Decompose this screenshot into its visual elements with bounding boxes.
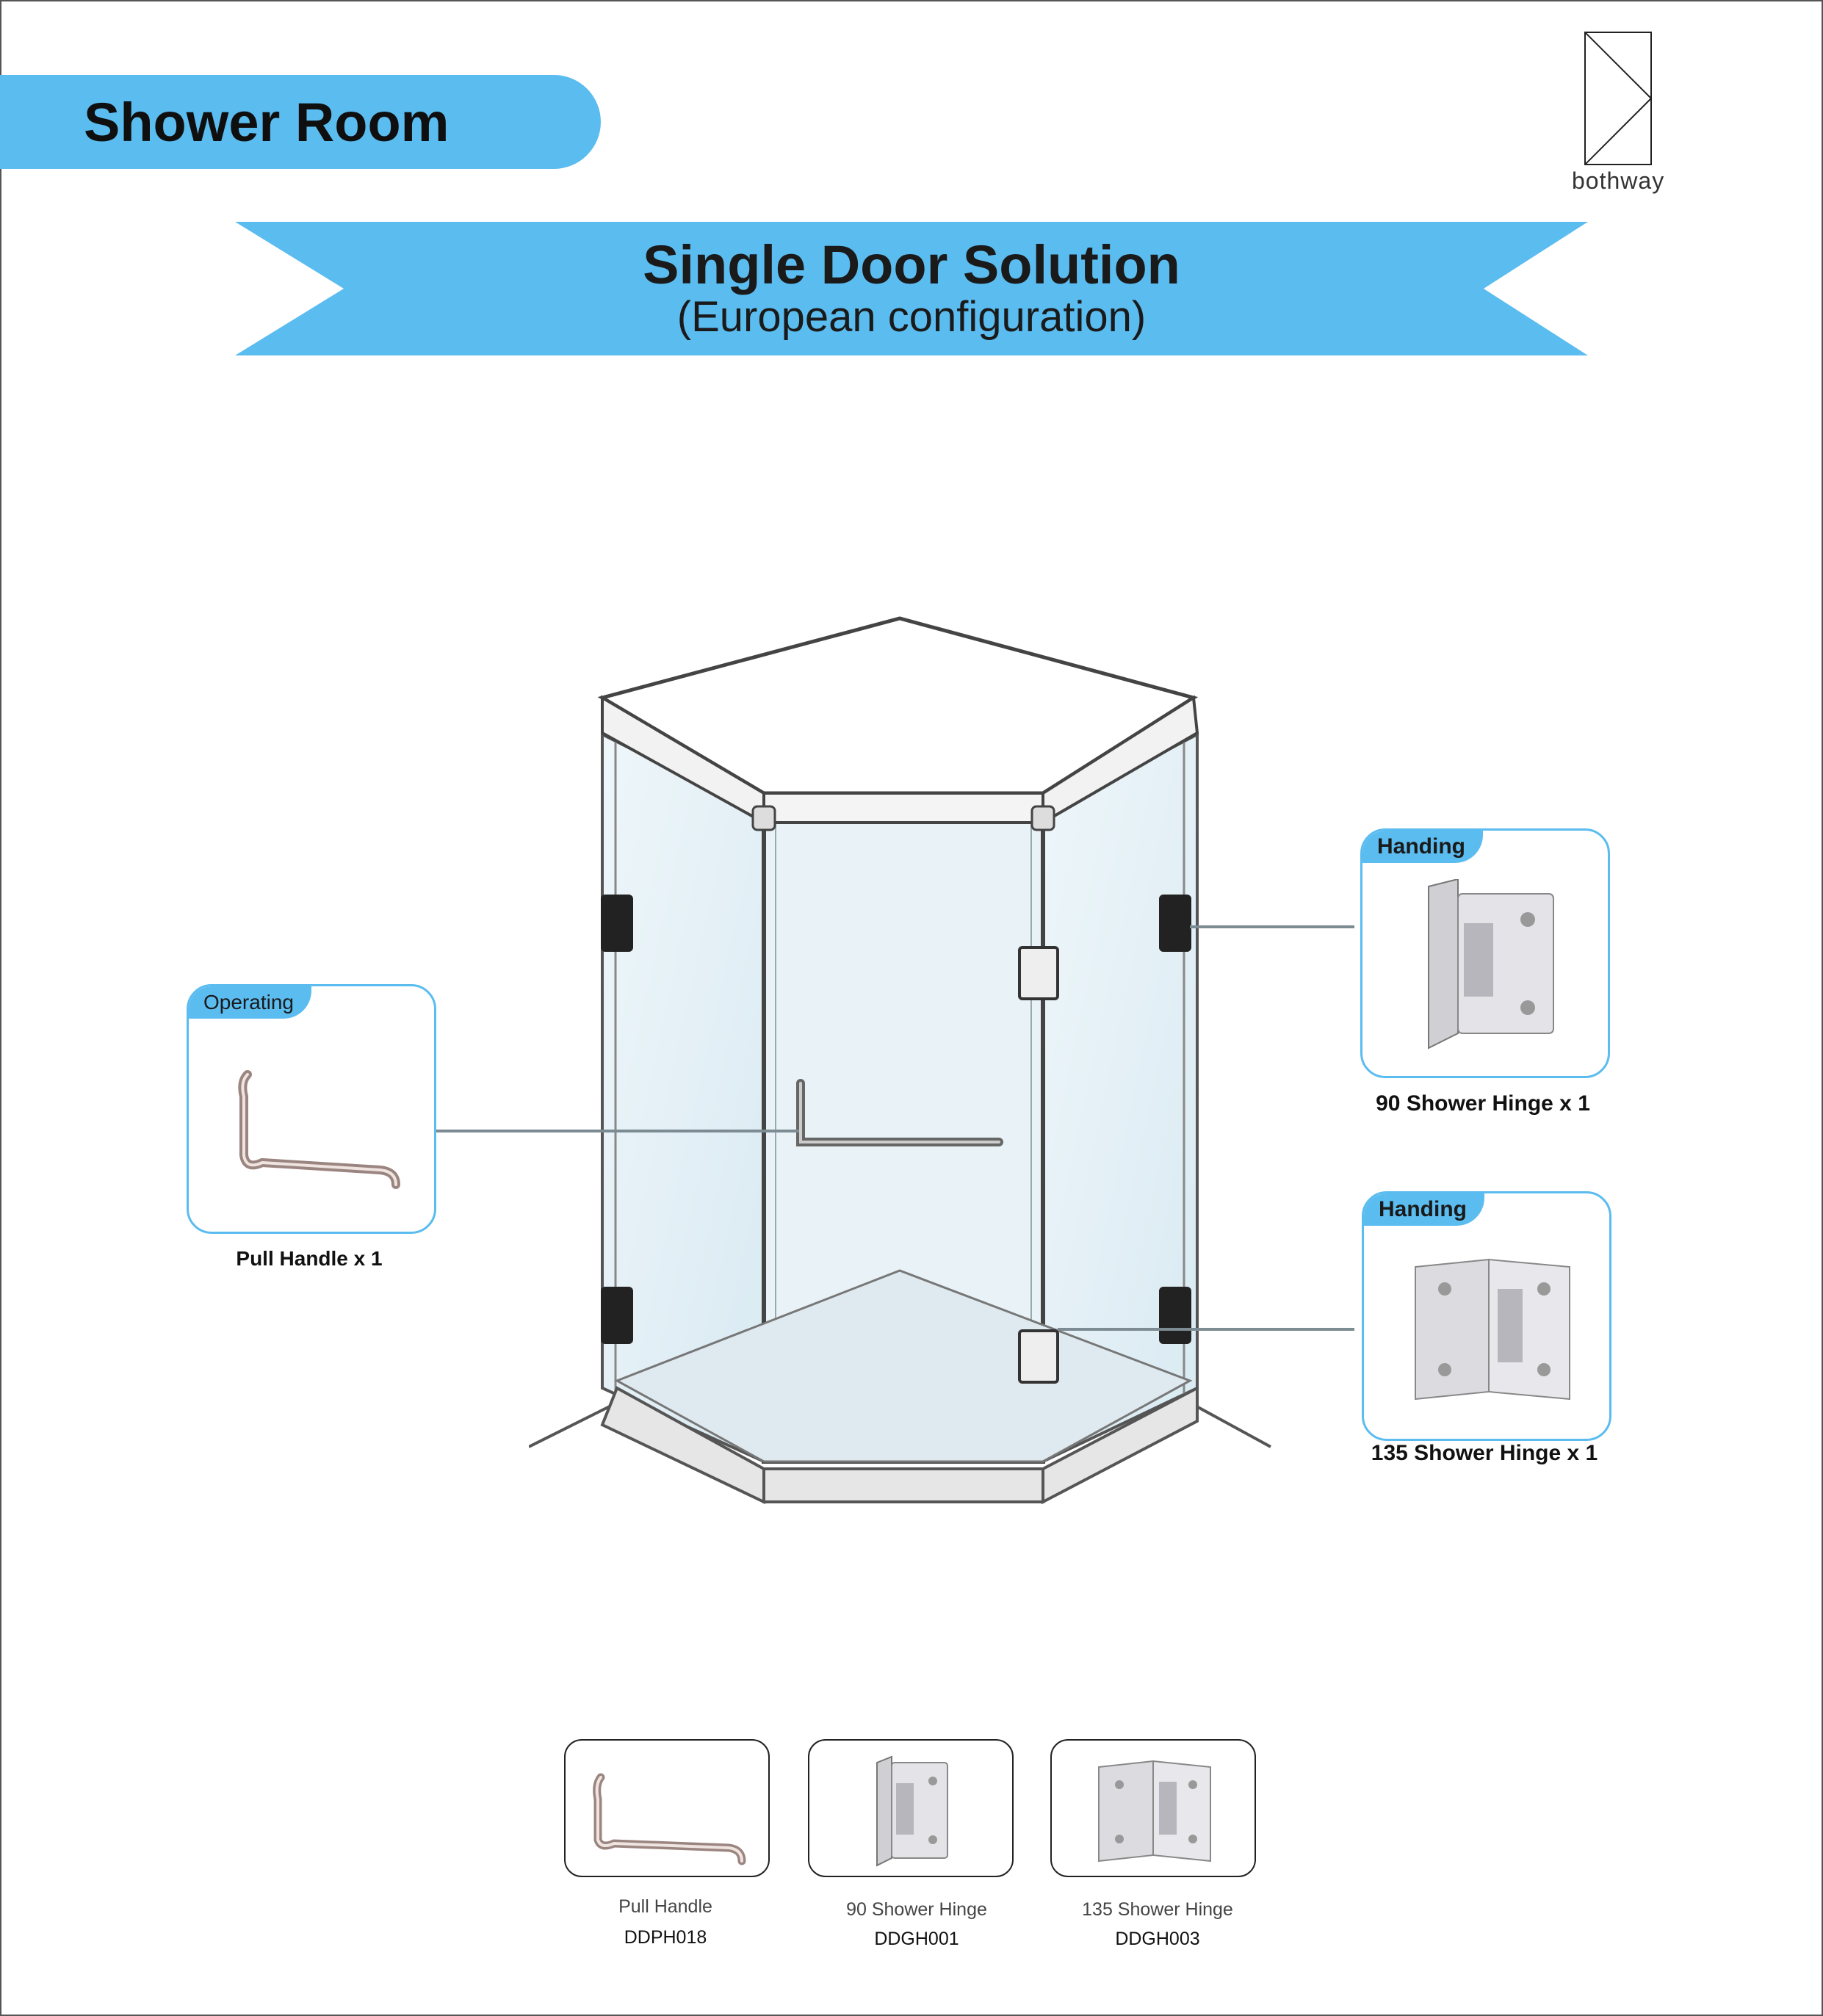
product-card-hinge-90 — [808, 1739, 1014, 1877]
hinge-135-callout-card: Handing — [1362, 1191, 1611, 1441]
hinge-90-icon — [1428, 879, 1554, 1049]
title-ribbon — [235, 222, 1588, 355]
connector-pull-handle — [432, 1130, 799, 1132]
connector-hinge-90 — [1190, 925, 1354, 928]
banner-subtitle: (European configuration) — [676, 293, 1147, 341]
section-header: Shower Room — [0, 75, 601, 169]
banner-title: Single Door Solution — [643, 234, 1180, 295]
hinge-135-caption: 135 Shower Hinge x 1 — [1371, 1441, 1598, 1465]
pull-handle-icon — [238, 1070, 400, 1189]
operating-tag: Operating — [189, 986, 311, 1019]
hinge-135-tag: Handing — [1364, 1193, 1484, 1226]
pull-handle-icon — [593, 1773, 746, 1865]
bothway-logo-icon — [1584, 32, 1653, 165]
product-code-hinge-135: DDGH003 — [1115, 1929, 1200, 1949]
product-name-hinge-90: 90 Shower Hinge — [846, 1899, 987, 1920]
operating-callout-card: Operating — [187, 984, 436, 1234]
hinge-90-caption: 90 Shower Hinge x 1 — [1376, 1091, 1590, 1116]
product-name-pull-handle: Pull Handle — [618, 1896, 712, 1917]
connector-hinge-135 — [1058, 1328, 1354, 1331]
shower-enclosure-illustration — [529, 616, 1271, 1505]
hinge-135-icon — [1415, 1258, 1570, 1401]
operating-caption: Pull Handle x 1 — [236, 1247, 383, 1270]
section-title: Shower Room — [84, 92, 450, 153]
hinge-90-callout-card: Handing — [1360, 828, 1610, 1078]
product-code-hinge-90: DDGH001 — [874, 1929, 959, 1949]
hinge-90-icon — [876, 1755, 948, 1867]
product-name-hinge-135: 135 Shower Hinge — [1082, 1899, 1233, 1920]
product-card-hinge-135 — [1050, 1739, 1256, 1877]
product-code-pull-handle: DDPH018 — [624, 1927, 707, 1948]
hinge-90-tag: Handing — [1362, 831, 1483, 863]
hinge-135-icon — [1098, 1760, 1211, 1863]
product-card-pull-handle — [564, 1739, 770, 1877]
brand-name: bothway — [1572, 167, 1665, 194]
